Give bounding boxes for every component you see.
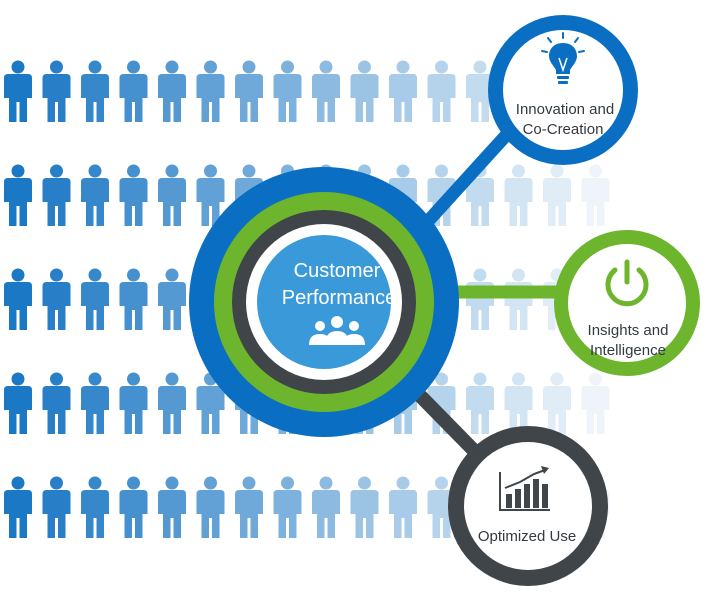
node-insights-line1: Insights and [588, 322, 669, 339]
person-icon [81, 164, 109, 226]
bar-chart-growth-icon [499, 466, 550, 511]
person-icon [158, 476, 186, 538]
person-icon [466, 268, 494, 330]
person-icon [196, 476, 225, 538]
person-icon [389, 60, 417, 122]
person-icon [158, 372, 186, 434]
person-icon [504, 372, 533, 434]
center-title-line2: Performance [282, 287, 397, 309]
node-innovation-line2: Co-Creation [523, 121, 604, 138]
person-icon [350, 476, 379, 538]
person-icon [504, 164, 533, 226]
connector-innovation [413, 113, 527, 237]
person-icon [543, 164, 571, 226]
node-optimized: Optimized Use [448, 426, 608, 586]
person-icon [42, 372, 71, 434]
person-icon [389, 476, 417, 538]
power-icon [605, 259, 649, 307]
person-icon [42, 268, 71, 330]
node-insights: Insights and Intelligence [554, 230, 700, 376]
person-icon [81, 476, 109, 538]
person-icon [119, 164, 148, 226]
person-icon [119, 268, 148, 330]
person-icon [158, 268, 186, 330]
node-insights-line2: Intelligence [590, 342, 666, 359]
person-icon [42, 164, 71, 226]
person-icon [4, 60, 32, 122]
person-icon [4, 372, 32, 434]
node-optimized-label: Optimized Use [478, 528, 576, 545]
person-icon [119, 60, 148, 122]
person-icon [81, 372, 109, 434]
person-icon [581, 164, 610, 226]
person-icon [196, 60, 225, 122]
person-icon [312, 60, 340, 122]
person-icon [81, 268, 109, 330]
person-icon [119, 372, 148, 434]
person-icon [543, 372, 571, 434]
center-title-line1: Customer [294, 260, 381, 282]
person-icon [312, 476, 340, 538]
person-icon [235, 476, 263, 538]
node-innovation-line1: Innovation and [516, 101, 614, 118]
person-icon [273, 60, 302, 122]
node-innovation: Innovation and Co-Creation [488, 15, 638, 165]
person-icon [4, 268, 32, 330]
person-icon [427, 60, 456, 122]
person-icon [42, 476, 71, 538]
person-icon [504, 268, 533, 330]
person-icon [119, 476, 148, 538]
person-icon [158, 164, 186, 226]
person-icon [4, 164, 32, 226]
person-icon [158, 60, 186, 122]
person-icon [350, 60, 379, 122]
lightbulb-icon [541, 32, 585, 84]
person-icon [273, 476, 302, 538]
person-icon [81, 60, 109, 122]
person-icon [235, 60, 263, 122]
person-icon [581, 372, 610, 434]
group-of-people-icon [309, 316, 365, 345]
person-icon [42, 60, 71, 122]
person-icon [4, 476, 32, 538]
person-icon [466, 372, 494, 434]
